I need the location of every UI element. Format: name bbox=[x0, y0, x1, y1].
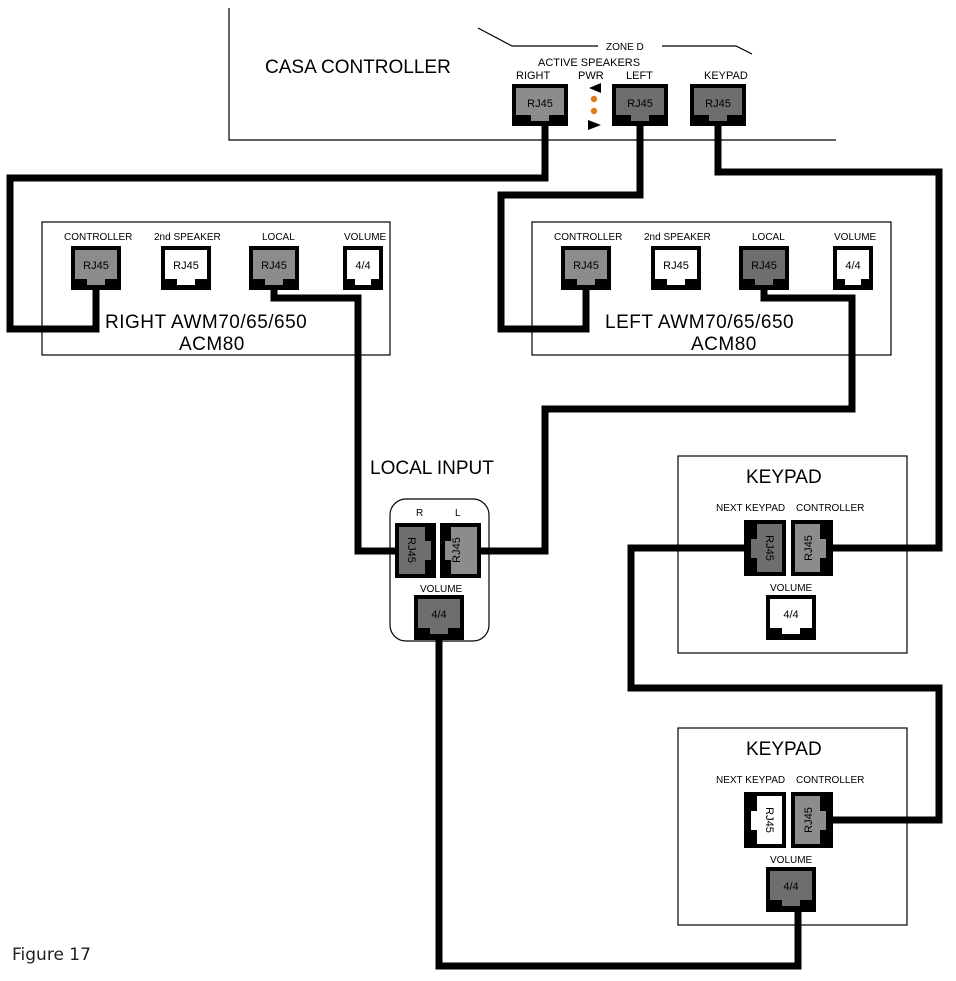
keypad-label: KEYPAD bbox=[704, 70, 748, 82]
right-amp-volume-jack[interactable]: 4/4 bbox=[343, 246, 383, 290]
right-label: RIGHT bbox=[516, 70, 551, 82]
right-arrow-icon bbox=[588, 120, 601, 130]
left-label: LEFT bbox=[626, 70, 653, 82]
keypad-2-volume-label: VOLUME bbox=[770, 855, 813, 866]
wire-controller-left-to-left-amp bbox=[497, 126, 644, 333]
pwr-led-icon bbox=[590, 107, 598, 115]
right-amp-model: ACM80 bbox=[179, 334, 245, 355]
right-amp-controller-label: CONTROLLER bbox=[64, 232, 132, 243]
local-input-title: LOCAL INPUT bbox=[370, 458, 494, 479]
local-input-module: LOCAL INPUT R L RJ45 RJ45 VOLUME 4/4 bbox=[370, 458, 494, 642]
controller-keypad-jack[interactable]: RJ45 bbox=[690, 84, 746, 126]
keypad-1-next-keypad-jack[interactable]: RJ45 bbox=[744, 520, 786, 576]
svg-text:RJ45: RJ45 bbox=[803, 807, 815, 833]
keypad-2-title: KEYPAD bbox=[746, 739, 822, 760]
svg-text:RJ45: RJ45 bbox=[803, 535, 815, 561]
local-input-r-jack[interactable]: RJ45 bbox=[395, 523, 436, 578]
wire-controller-keypad-to-keypad-1 bbox=[714, 126, 943, 552]
svg-text:RJ45: RJ45 bbox=[527, 98, 553, 110]
local-input-volume-label: VOLUME bbox=[420, 584, 463, 595]
local-input-r-label: R bbox=[416, 508, 423, 519]
svg-text:RJ45: RJ45 bbox=[763, 535, 775, 561]
keypad-2-next-keypad-jack[interactable]: RJ45 bbox=[744, 792, 786, 848]
svg-text:RJ45: RJ45 bbox=[705, 98, 731, 110]
right-amp-controller-jack[interactable]: RJ45 bbox=[71, 246, 121, 290]
wire-keypad-1-to-keypad-2 bbox=[627, 544, 943, 824]
keypad-2-controller-label: CONTROLLER bbox=[796, 775, 864, 786]
left-amp-name: LEFT AWM70/65/650 bbox=[605, 312, 794, 333]
left-amp-volume-jack[interactable]: 4/4 bbox=[833, 246, 873, 290]
left-amp-2nd-speaker-jack[interactable]: RJ45 bbox=[651, 246, 701, 290]
right-amp-outline bbox=[41, 221, 391, 356]
keypad-2-next-keypad-label: NEXT KEYPAD bbox=[716, 775, 785, 786]
controller-right-jack[interactable]: RJ45 bbox=[512, 84, 568, 126]
svg-text:RJ45: RJ45 bbox=[173, 260, 199, 272]
right-amp-volume-label: VOLUME bbox=[344, 232, 387, 243]
pwr-label: PWR bbox=[578, 70, 604, 82]
left-amp-local-label: LOCAL bbox=[752, 232, 785, 243]
svg-text:4/4: 4/4 bbox=[783, 609, 798, 621]
keypad-1-next-keypad-label: NEXT KEYPAD bbox=[716, 503, 785, 514]
controller-left-jack[interactable]: RJ45 bbox=[612, 84, 668, 126]
svg-text:RJ45: RJ45 bbox=[573, 260, 599, 272]
right-amp-local-label: LOCAL bbox=[262, 232, 295, 243]
wire-left-amp-local-to-local-input-l bbox=[481, 290, 856, 555]
controller-outline bbox=[228, 8, 836, 141]
svg-text:RJ45: RJ45 bbox=[763, 807, 775, 833]
active-speakers-label: ACTIVE SPEAKERS bbox=[538, 57, 640, 69]
right-amp-module: CONTROLLER 2nd SPEAKER LOCAL VOLUME RJ45… bbox=[41, 221, 391, 356]
zone-d-bracket-right bbox=[662, 45, 753, 55]
right-amp-name: RIGHT AWM70/65/650 bbox=[105, 312, 307, 333]
keypad-1-volume-label: VOLUME bbox=[770, 583, 813, 594]
svg-text:RJ45: RJ45 bbox=[663, 260, 689, 272]
right-amp-local-jack[interactable]: RJ45 bbox=[249, 246, 299, 290]
svg-text:4/4: 4/4 bbox=[431, 609, 446, 621]
right-amp-2nd-speaker-jack[interactable]: RJ45 bbox=[161, 246, 211, 290]
local-input-l-jack[interactable]: RJ45 bbox=[440, 523, 481, 578]
svg-text:RJ45: RJ45 bbox=[405, 537, 417, 563]
svg-text:RJ45: RJ45 bbox=[627, 98, 653, 110]
svg-text:4/4: 4/4 bbox=[355, 260, 370, 272]
wire-local-volume-to-keypad-2-volume bbox=[435, 634, 802, 970]
local-input-l-label: L bbox=[455, 508, 461, 519]
svg-text:RJ45: RJ45 bbox=[83, 260, 109, 272]
left-amp-controller-label: CONTROLLER bbox=[554, 232, 622, 243]
svg-text:RJ45: RJ45 bbox=[451, 537, 463, 563]
wire-right-amp-local-to-local-input-r bbox=[270, 290, 395, 555]
right-amp-2nd-speaker-label: 2nd SPEAKER bbox=[154, 232, 221, 243]
left-amp-volume-label: VOLUME bbox=[834, 232, 877, 243]
local-input-volume-jack[interactable]: 4/4 bbox=[414, 595, 464, 640]
keypad-2-volume-jack[interactable]: 4/4 bbox=[766, 867, 816, 912]
wiring bbox=[6, 126, 943, 970]
wire-controller-right-to-right-amp bbox=[6, 126, 549, 333]
keypad-2-outline bbox=[677, 727, 908, 926]
keypad-1-controller-label: CONTROLLER bbox=[796, 503, 864, 514]
left-amp-local-jack[interactable]: RJ45 bbox=[739, 246, 789, 290]
figure-caption: Figure 17 bbox=[12, 945, 91, 965]
svg-text:4/4: 4/4 bbox=[845, 260, 860, 272]
left-amp-2nd-speaker-label: 2nd SPEAKER bbox=[644, 232, 711, 243]
left-amp-model: ACM80 bbox=[691, 334, 757, 355]
zone-d-bracket-left bbox=[477, 27, 598, 47]
keypad-2-module: KEYPAD NEXT KEYPAD CONTROLLER RJ45 RJ45 … bbox=[677, 727, 908, 926]
keypad-1-outline bbox=[677, 455, 908, 654]
svg-text:4/4: 4/4 bbox=[783, 881, 798, 893]
pwr-led-icon bbox=[590, 95, 598, 103]
keypad-1-volume-jack[interactable]: 4/4 bbox=[766, 595, 816, 640]
keypad-1-title: KEYPAD bbox=[746, 467, 822, 488]
svg-text:RJ45: RJ45 bbox=[261, 260, 287, 272]
svg-text:RJ45: RJ45 bbox=[751, 260, 777, 272]
controller-title: CASA CONTROLLER bbox=[265, 57, 451, 78]
left-amp-controller-jack[interactable]: RJ45 bbox=[561, 246, 611, 290]
left-arrow-icon bbox=[589, 83, 601, 93]
casa-controller: ZONE D CASA CONTROLLER ACTIVE SPEAKERS R… bbox=[228, 8, 836, 141]
left-amp-module: CONTROLLER 2nd SPEAKER LOCAL VOLUME RJ45… bbox=[531, 221, 892, 356]
keypad-1-module: KEYPAD NEXT KEYPAD CONTROLLER RJ45 RJ45 … bbox=[677, 455, 908, 654]
left-amp-outline bbox=[531, 221, 892, 356]
zone-d-label: ZONE D bbox=[606, 42, 644, 53]
